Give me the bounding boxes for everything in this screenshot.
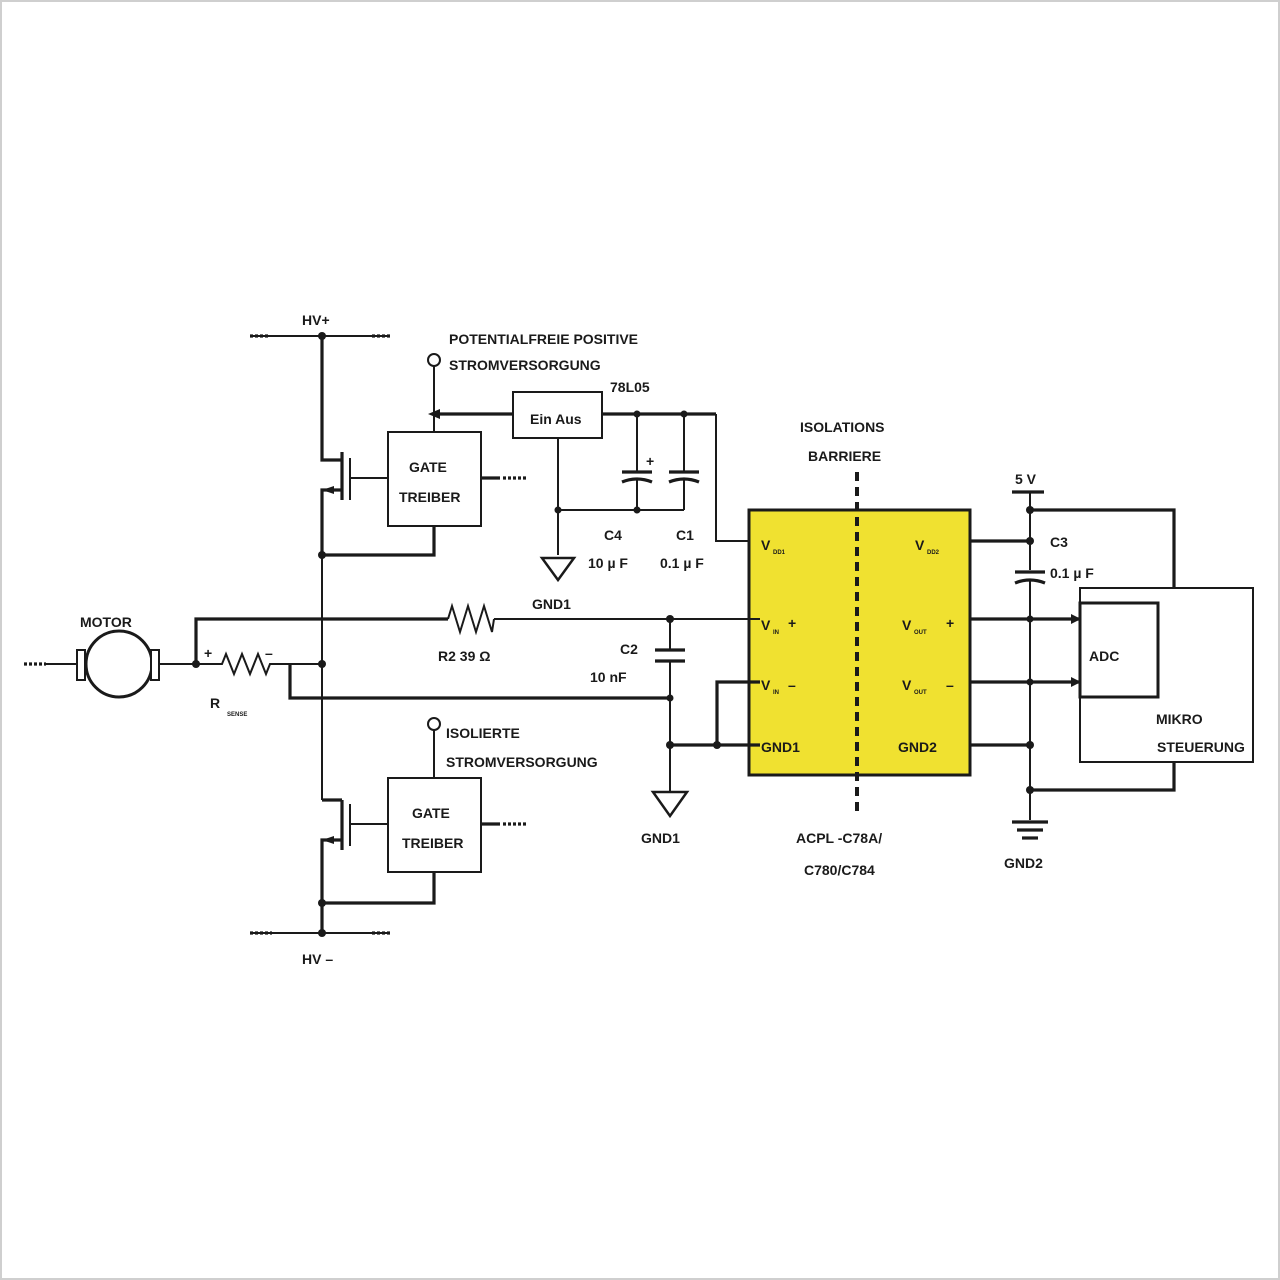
junction-dot xyxy=(1026,786,1034,794)
hv-minus-label: HV – xyxy=(302,951,333,967)
pin-vout-plus-sign: + xyxy=(946,615,954,631)
c3-name-label: C3 xyxy=(1050,534,1068,550)
c1-value-label: 0.1 µ F xyxy=(660,555,704,571)
junction-dot xyxy=(1026,537,1034,545)
motor-symbol xyxy=(24,629,196,699)
junction-dot xyxy=(1026,678,1034,686)
pin-vin-minus-sign: – xyxy=(788,677,796,693)
r-sense-resistor xyxy=(196,651,322,677)
micro-ground-wire xyxy=(1030,762,1176,792)
capacitor-c1 xyxy=(668,414,700,510)
pin-vin-plus-label: V xyxy=(761,617,771,633)
power-supply-label-line1: POTENTIALFREIE POSITIVE xyxy=(449,331,638,347)
micro-supply-wire xyxy=(1030,508,1176,588)
lower-gate-driver-line1: GATE xyxy=(412,805,450,821)
regulator-text-label: Ein Aus xyxy=(530,411,582,427)
regulator-name-label: 78L05 xyxy=(610,379,650,395)
pin-vdd1-sub: DD1 xyxy=(773,550,786,556)
upper-driver-return-wire xyxy=(322,526,436,557)
regulator-78l05-box xyxy=(512,391,603,439)
gnd1-upper-symbol xyxy=(539,556,577,583)
micro-label-line1: MIKRO xyxy=(1156,711,1203,727)
hv-plus-label: HV+ xyxy=(302,312,330,328)
isolated-supply-terminal xyxy=(427,717,441,731)
pin-vin-minus-sub: IN xyxy=(773,690,779,696)
pin-gnd2-label: GND2 xyxy=(898,739,937,755)
micro-label-line2: STEUERUNG xyxy=(1157,739,1245,755)
rsense-plus-label: + xyxy=(204,645,212,661)
pin-vout-plus-label: V xyxy=(902,617,912,633)
pin-vout-minus-label: V xyxy=(902,677,912,693)
lower-gate-driver-box xyxy=(387,777,482,873)
barrier-label-line1: ISOLATIONS xyxy=(800,419,885,435)
junction-dot xyxy=(633,506,641,514)
pin-vdd2-sub: DD2 xyxy=(927,550,940,556)
c2-name-label: C2 xyxy=(620,641,638,657)
isolated-supply-label-line1: ISOLIERTE xyxy=(446,725,520,741)
pin-vout-minus-sign: – xyxy=(946,677,954,693)
five-volt-label: 5 V xyxy=(1015,471,1037,487)
gnd1-upper-label: GND1 xyxy=(532,596,571,612)
hv-plus-rail xyxy=(250,332,392,340)
vin-minus-return-wire xyxy=(288,664,670,700)
pin-vin-plus-sign: + xyxy=(788,615,796,631)
capacitor-c3 xyxy=(1014,570,1046,820)
r2-label: R2 39 Ω xyxy=(438,648,490,664)
pin-vin-minus-label: V xyxy=(761,677,771,693)
pin-vout-plus-sub: OUT xyxy=(914,630,927,636)
junction-dot xyxy=(1026,615,1034,623)
pin-gnd1-label: GND1 xyxy=(761,739,800,755)
upper-mosfet xyxy=(320,336,388,555)
junction-dot xyxy=(1026,741,1034,749)
hv-minus-rail xyxy=(250,929,392,937)
part-number-line2: C780/C784 xyxy=(804,862,875,878)
c1-name-label: C1 xyxy=(676,527,694,543)
junction-dot xyxy=(1026,506,1034,514)
gnd1-lower-symbol xyxy=(650,790,690,819)
gnd1-lower-label: GND1 xyxy=(641,830,680,846)
r-sense-label: R xyxy=(210,695,220,711)
pin-vdd2-label: V xyxy=(915,537,925,553)
r2-input-wire xyxy=(194,617,448,664)
five-volt-rail xyxy=(1012,490,1044,570)
junction-dot xyxy=(554,506,562,514)
lower-gate-driver-line2: TREIBER xyxy=(402,835,463,851)
upper-gate-driver-box xyxy=(387,431,482,527)
part-number-line1: ACPL -C78A/ xyxy=(796,830,882,846)
vin-minus-pin-wire xyxy=(715,680,760,745)
capacitor-c4 xyxy=(621,414,653,510)
motor-label: MOTOR xyxy=(80,614,132,630)
capacitor-c2 xyxy=(655,619,685,745)
rsense-minus-label: – xyxy=(265,645,273,661)
upper-gate-driver-line1: GATE xyxy=(409,459,447,475)
c4-value-label: 10 µ F xyxy=(588,555,628,571)
supply-arrow xyxy=(428,409,440,419)
c4-name-label: C4 xyxy=(604,527,622,543)
c2-value-label: 10 nF xyxy=(590,669,627,685)
isolated-supply-label-line2: STROMVERSORGUNG xyxy=(446,754,598,770)
barrier-label-line2: BARRIERE xyxy=(808,448,881,464)
c3-value-label: 0.1 µ F xyxy=(1050,565,1094,581)
pin-vin-plus-sub: IN xyxy=(773,630,779,636)
vdd1-supply-wire xyxy=(715,414,749,542)
adc-label: ADC xyxy=(1089,648,1119,664)
r2-resistor xyxy=(447,602,495,636)
floating-supply-terminal xyxy=(427,353,441,367)
upper-gate-driver-line2: TREIBER xyxy=(399,489,460,505)
lower-mosfet xyxy=(318,798,436,933)
pin-vdd1-label: V xyxy=(761,537,771,553)
gnd2-symbol xyxy=(1012,820,1048,840)
pin-vout-minus-sub: OUT xyxy=(914,690,927,696)
isolator-ic xyxy=(747,508,972,777)
power-supply-label-line2: STROMVERSORGUNG xyxy=(449,357,601,373)
r-sense-sub-label: SENSE xyxy=(227,712,247,718)
gnd2-lower-label: GND2 xyxy=(1004,855,1043,871)
adc-box xyxy=(1078,601,1160,699)
junction-dot xyxy=(318,660,326,668)
c4-plus-label: + xyxy=(646,453,654,469)
